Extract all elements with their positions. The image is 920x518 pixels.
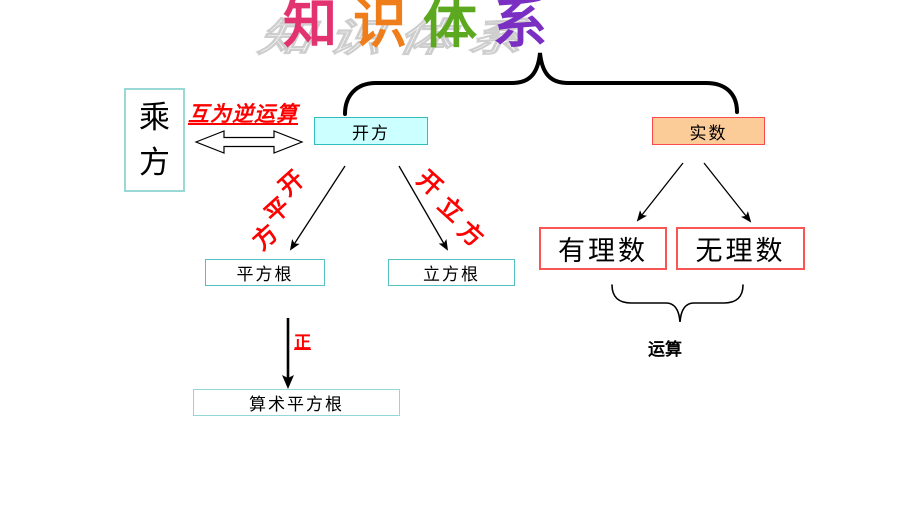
node-chengfang-char: 乘: [139, 100, 170, 135]
node-lifanggen[interactable]: 立方根: [388, 259, 515, 286]
node-pingfanggen[interactable]: 平方根: [205, 259, 325, 286]
node-chengfang-char: 方: [139, 145, 170, 180]
label-zheng: 正: [294, 333, 311, 352]
double-arrow-icon: [194, 130, 304, 154]
node-kaifang[interactable]: 开方: [314, 117, 428, 145]
label-yunsuan: 运算: [648, 340, 682, 359]
label-kai-li-fang-char: 立: [432, 192, 468, 228]
title-char: 系: [493, 0, 563, 54]
page-title: 知识体系 知识体系: [252, 0, 623, 62]
arrow-shishu-wulishu: [703, 162, 752, 223]
node-wulishu[interactable]: 无理数: [676, 227, 805, 270]
node-shishu[interactable]: 实数: [652, 117, 765, 145]
title-char: 体: [423, 0, 493, 54]
top-brace: [343, 52, 739, 116]
title-text: 知识体系: [283, 0, 563, 56]
arrow-shishu-youlishu: [636, 162, 684, 222]
label-inverse-operation: 互为逆运算: [188, 102, 298, 126]
node-chengfang[interactable]: 乘 方: [124, 88, 185, 192]
title-char: 知: [283, 0, 353, 54]
node-youlishu[interactable]: 有理数: [539, 227, 667, 270]
label-kai-li-fang-char: 方: [452, 217, 488, 253]
label-kai-li-fang-char: 开: [411, 166, 447, 202]
bottom-brace: [611, 284, 744, 323]
title-char: 识: [353, 0, 423, 54]
node-suanshu-pingfanggen[interactable]: 算术平方根: [193, 389, 400, 416]
